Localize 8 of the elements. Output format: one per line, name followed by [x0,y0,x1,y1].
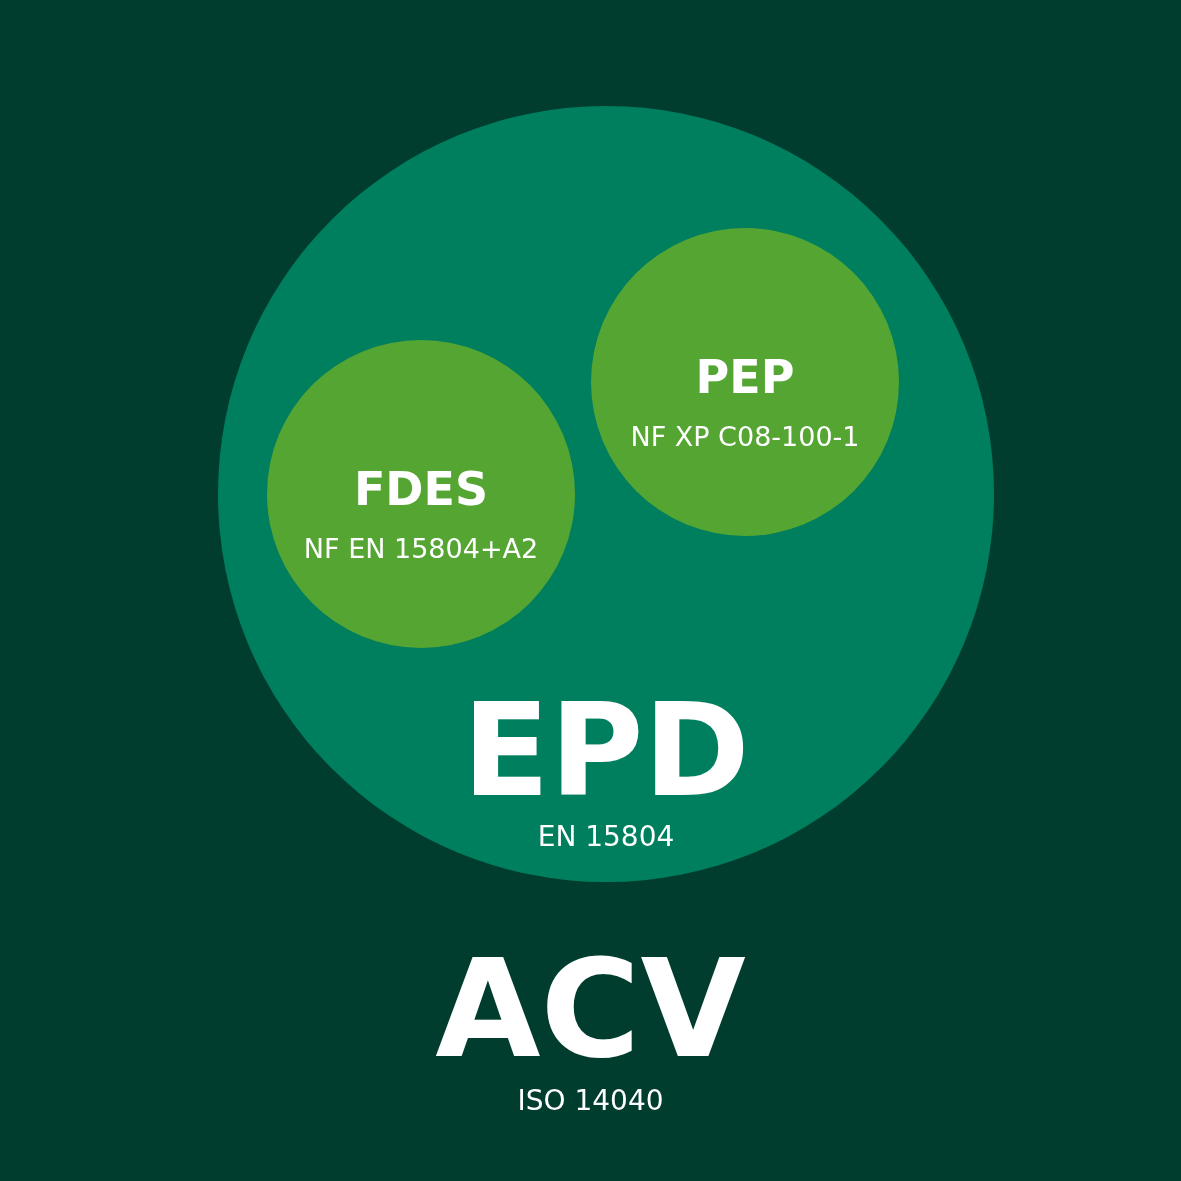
standard-label: EN 15804 [537,822,675,853]
standard-label: NF EN 15804+A2 [303,534,539,564]
standard-label: NF XP C08-100-1 [630,422,860,452]
heading: EPD [462,681,750,822]
heading: PEP [695,352,795,403]
heading: FDES [353,464,489,515]
heading: ACV [435,935,746,1085]
standard-label: ISO 14040 [517,1086,664,1117]
